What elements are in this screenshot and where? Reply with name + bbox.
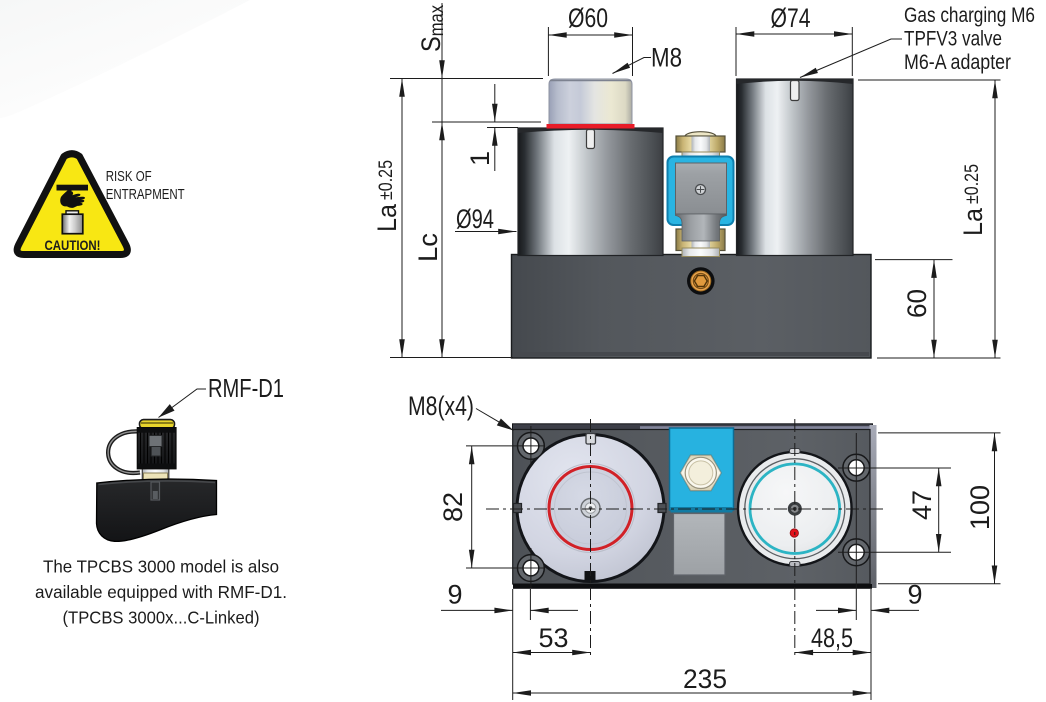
svg-text:RISK OF: RISK OF bbox=[106, 169, 152, 185]
svg-text:1: 1 bbox=[465, 151, 495, 166]
svg-text:CAUTION!: CAUTION! bbox=[45, 237, 101, 253]
svg-text:Ø94: Ø94 bbox=[456, 204, 494, 234]
svg-text:available equipped with RMF-D1: available equipped with RMF-D1. bbox=[35, 582, 287, 602]
svg-text:La±0.25: La±0.25 bbox=[372, 160, 402, 232]
svg-text:47: 47 bbox=[907, 490, 937, 520]
svg-text:TPFV3 valve: TPFV3 valve bbox=[904, 28, 1002, 51]
svg-text:Ø60: Ø60 bbox=[568, 3, 608, 33]
svg-text:100: 100 bbox=[965, 485, 995, 530]
svg-text:(TPCBS 3000x...C-Linked): (TPCBS 3000x...C-Linked) bbox=[63, 608, 260, 628]
svg-text:9: 9 bbox=[907, 580, 922, 610]
svg-text:M8(x4): M8(x4) bbox=[408, 391, 474, 421]
svg-text:Gas charging M6: Gas charging M6 bbox=[904, 4, 1035, 27]
svg-text:60: 60 bbox=[902, 289, 932, 318]
svg-text:9: 9 bbox=[447, 580, 462, 610]
svg-text:48,5: 48,5 bbox=[811, 623, 853, 653]
svg-text:ENTRAPMENT: ENTRAPMENT bbox=[106, 187, 185, 203]
svg-text:82: 82 bbox=[438, 492, 468, 522]
svg-text:La±0.25: La±0.25 bbox=[958, 164, 988, 236]
svg-text:M6-A adapter: M6-A adapter bbox=[904, 51, 1011, 74]
svg-text:Ø74: Ø74 bbox=[771, 3, 811, 33]
svg-text:53: 53 bbox=[539, 623, 569, 653]
svg-text:RMF-D1: RMF-D1 bbox=[208, 373, 284, 403]
svg-text:Lc: Lc bbox=[413, 233, 443, 262]
svg-text:M8: M8 bbox=[651, 43, 682, 73]
svg-text:235: 235 bbox=[683, 664, 727, 694]
svg-text:The TPCBS 3000 model is also: The TPCBS 3000 model is also bbox=[43, 557, 279, 577]
